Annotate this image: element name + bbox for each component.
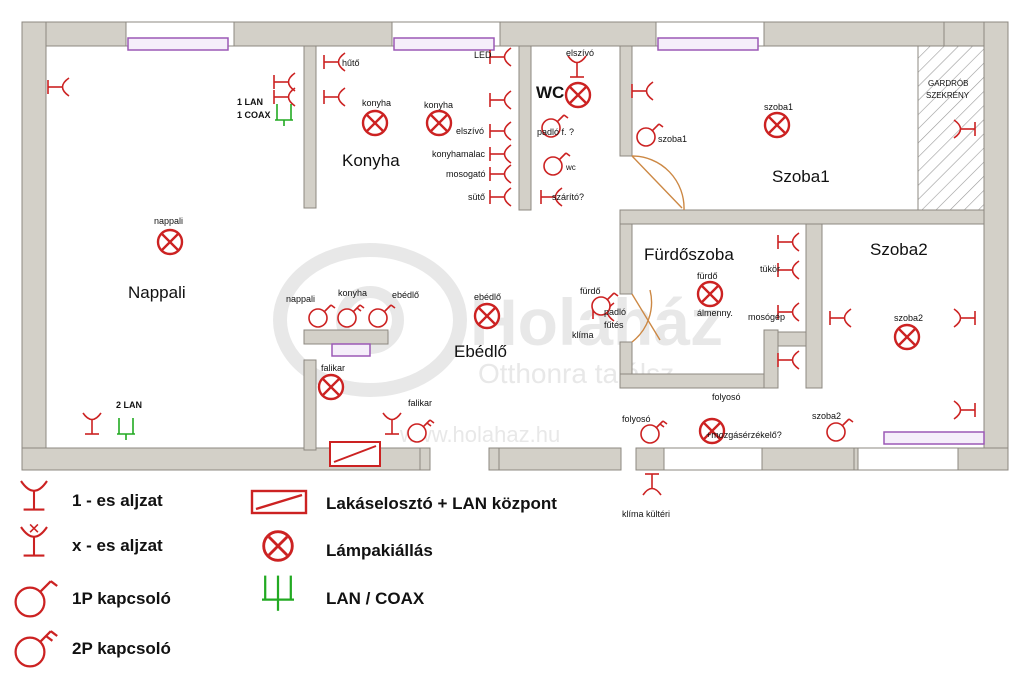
label-mosogato: mosogató: [446, 169, 486, 179]
legend-lakaselosto: Lakáselosztó + LAN központ: [326, 494, 557, 513]
legend-aljzat-x: x - es aljzat: [72, 536, 163, 555]
label-led: LED: [474, 50, 492, 60]
room-gardrob-1: GARDRÓB: [928, 79, 968, 88]
label-klima-kulteri: klíma kültéri: [622, 509, 670, 519]
radiators: [127, 37, 985, 445]
room-szoba2: Szoba2: [870, 240, 928, 259]
label-huto: hűtő: [342, 58, 360, 68]
label-almenny: álmenny.: [697, 308, 733, 318]
label-elszivo-wc: elszívó: [566, 48, 594, 58]
label-nappali-lamp: nappali: [154, 216, 183, 226]
label-coax: 1 COAX: [237, 110, 271, 120]
annotations: hűtő LED elszívó 1 LAN 1 COAX konyha kon…: [116, 48, 923, 519]
room-labels: Nappali Konyha Ebédlő WC Fürdőszoba Szob…: [128, 79, 970, 361]
label-furdo-sw: fürdő: [580, 286, 601, 296]
label-padlo-futes-2: fűtés: [604, 320, 624, 330]
label-elszivo-k: elszívó: [456, 126, 484, 136]
legend-panel-icon: [250, 489, 308, 515]
lan-sockets: [116, 103, 294, 441]
legend-lan-coax: LAN / COAX: [326, 589, 425, 608]
label-folyoso-sw: folyosó: [622, 414, 651, 424]
watermark-brand: Holaház: [470, 285, 723, 359]
label-mozgaserzekelo: +mozgásérzékelő?: [706, 430, 782, 440]
label-konyha-sw: konyha: [338, 288, 367, 298]
room-konyha: Konyha: [342, 151, 400, 170]
label-padlo-f: padló f. ?: [537, 127, 574, 137]
label-ebedlo-sw: ebédlő: [392, 290, 419, 300]
label-konyha-1: konyha: [362, 98, 391, 108]
label-furdo-lamp: fürdő: [697, 271, 718, 281]
label-szoba2-sw: szoba2: [812, 411, 841, 421]
label-nappali-sw: nappali: [286, 294, 315, 304]
room-ebedlo: Ebédlő: [454, 342, 507, 361]
legend: 1 - es aljzat x - es aljzat 1P kapcsoló …: [14, 480, 557, 668]
label-folyoso-lamp: folyosó: [712, 392, 741, 402]
room-wc: WC: [536, 83, 564, 102]
label-szoba1-sw: szoba1: [658, 134, 687, 144]
room-gardrob-2: SZEKRÉNY: [926, 91, 970, 100]
lamps: [156, 81, 921, 445]
label-ebedlo-lamp: ebédlő: [474, 292, 501, 302]
label-szoba2-lamp: szoba2: [894, 313, 923, 323]
label-szoba1-lamp: szoba1: [764, 102, 793, 112]
label-mosogep: mosógép: [748, 312, 785, 322]
label-suto: sütő: [468, 192, 485, 202]
legend-lampa: Lámpakiállás: [326, 541, 433, 560]
label-lan2: 2 LAN: [116, 400, 142, 410]
doors: [631, 155, 685, 343]
label-padlo-futes-1: padló: [604, 307, 626, 317]
room-szoba1: Szoba1: [772, 167, 830, 186]
label-falikar-1: falikar: [321, 363, 345, 373]
legend-kapcsolo-2p: 2P kapcsoló: [72, 639, 171, 658]
label-wc-sw: wc: [565, 163, 576, 172]
label-konyhamalac: konyhamalac: [432, 149, 486, 159]
room-nappali: Nappali: [128, 283, 186, 302]
label-klima: klíma: [572, 330, 594, 340]
lakaselosto-panel: [329, 441, 381, 467]
room-furdoszoba: Fürdőszoba: [644, 245, 734, 264]
label-szarito: szárító?: [552, 192, 584, 202]
legend-aljzat-1: 1 - es aljzat: [72, 491, 163, 510]
label-tukor: tükör: [760, 264, 780, 274]
label-falikar-2: falikar: [408, 398, 432, 408]
label-lan: 1 LAN: [237, 97, 263, 107]
label-konyha-2: konyha: [424, 100, 453, 110]
legend-kapcsolo-1p: 1P kapcsoló: [72, 589, 171, 608]
